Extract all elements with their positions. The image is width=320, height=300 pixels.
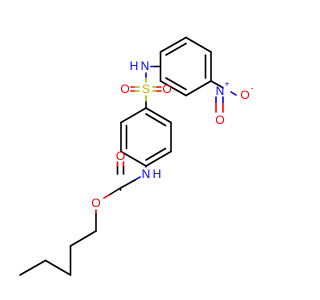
pentyl-chain xyxy=(19,230,97,276)
bond xyxy=(120,107,147,124)
bond xyxy=(145,113,167,127)
nitro-nitrogen-label: N xyxy=(216,84,225,98)
sulfur-label: S xyxy=(142,82,150,96)
nitro-nitrogen-charge: + xyxy=(225,80,230,89)
nitro-oxygen-charge: - xyxy=(251,84,254,93)
bond xyxy=(44,259,72,276)
bond xyxy=(185,36,212,53)
sulfonamide-n-label: N xyxy=(141,59,150,73)
sulfonyl-oxygen-right-label: O xyxy=(162,82,171,96)
bond xyxy=(210,80,221,87)
bond xyxy=(159,36,187,53)
nitro-group: N + O - O xyxy=(210,80,254,127)
bond xyxy=(145,107,172,124)
bond xyxy=(145,147,167,161)
benzene-ring xyxy=(120,107,172,167)
nitro-oxygen-label: O xyxy=(240,88,249,102)
carbamate-carbonyl: O O xyxy=(91,149,125,232)
bond xyxy=(165,77,187,91)
bond xyxy=(120,150,147,167)
bond xyxy=(185,80,212,97)
bond xyxy=(219,85,224,89)
bond xyxy=(159,80,187,97)
carbonyl-oxygen-label: O xyxy=(116,149,125,163)
bond xyxy=(19,259,47,276)
bond xyxy=(165,42,187,56)
sulfonyl-group: O S O xyxy=(120,82,172,109)
nitro-oxygen-double-label: O xyxy=(215,113,224,127)
sulfonamide-nh: H N xyxy=(130,59,162,83)
bond xyxy=(119,179,136,189)
bond xyxy=(145,150,172,167)
sulfonamide-h-label: H xyxy=(130,59,139,73)
carbamate-h-label: H xyxy=(153,167,162,181)
bond xyxy=(230,91,237,96)
bond xyxy=(103,194,110,199)
carbamate-nh: N H xyxy=(119,165,162,189)
sulfonyl-oxygen-left-label: O xyxy=(120,82,129,96)
bond xyxy=(134,176,141,181)
molecule-structure: N + O - O H N O S O xyxy=(19,36,254,276)
carbamate-n-label: N xyxy=(142,167,151,181)
bond xyxy=(108,187,122,196)
ester-oxygen-label: O xyxy=(91,196,100,210)
bond xyxy=(69,230,97,247)
